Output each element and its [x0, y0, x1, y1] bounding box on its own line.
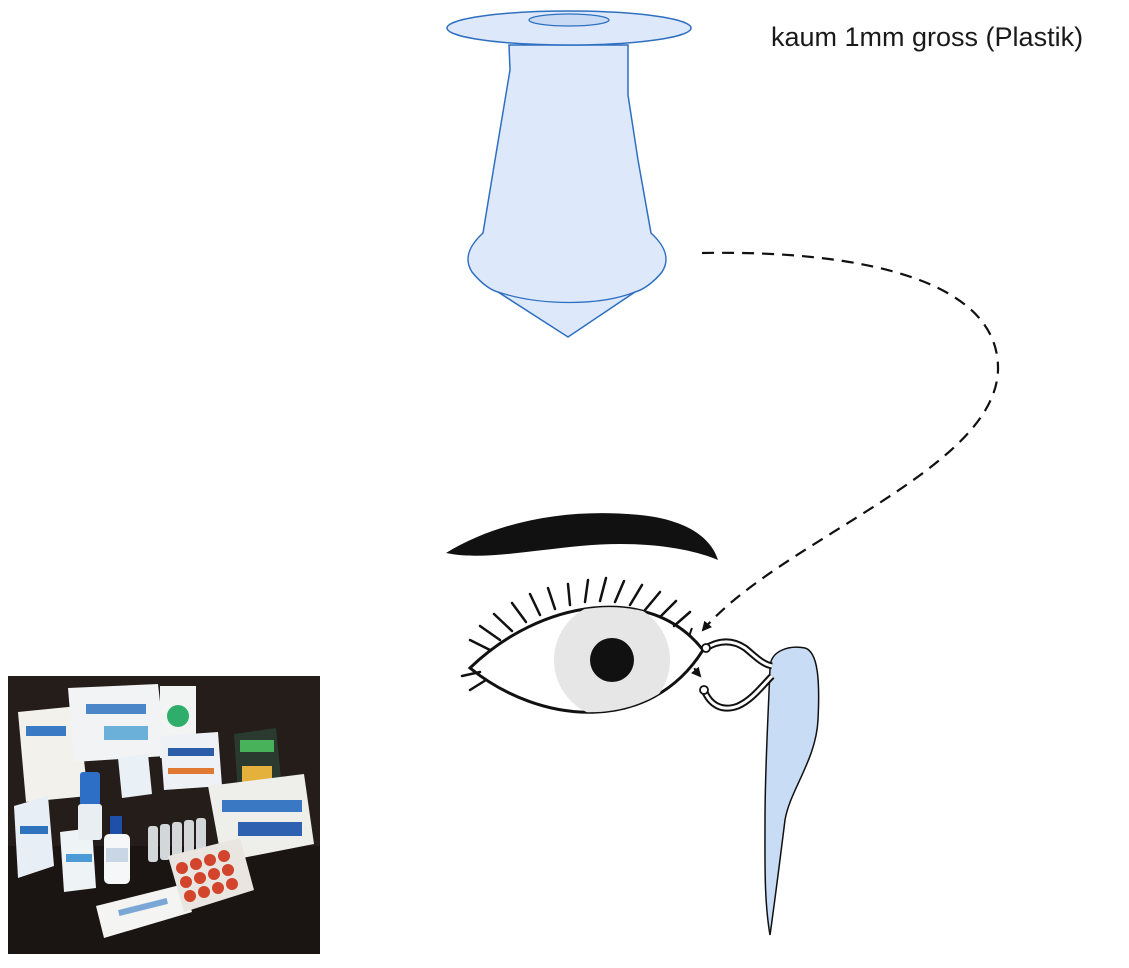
- lacrimal-sac: [765, 647, 819, 935]
- eye-drop-bottle: [78, 772, 102, 840]
- photo-svg: [8, 676, 320, 954]
- lower-punctum: [700, 686, 708, 694]
- plug-opening: [529, 14, 609, 26]
- plug-size-caption: kaum 1mm gross (Plastik): [771, 22, 1083, 53]
- medicine-box: [160, 732, 222, 790]
- medicine-box: [68, 684, 166, 762]
- medicine-box: [118, 754, 152, 798]
- plug-body: [468, 45, 666, 337]
- upper-punctum: [702, 644, 710, 652]
- eye: [462, 578, 703, 718]
- dashed-pointer-line: [702, 253, 998, 630]
- punctal-plug: [447, 11, 691, 337]
- lacrimal-drainage: [700, 642, 819, 935]
- eye-drop-medication-photo: [8, 676, 320, 954]
- eyebrow: [446, 513, 718, 560]
- medicine-box: [14, 796, 54, 878]
- pupil: [590, 638, 634, 682]
